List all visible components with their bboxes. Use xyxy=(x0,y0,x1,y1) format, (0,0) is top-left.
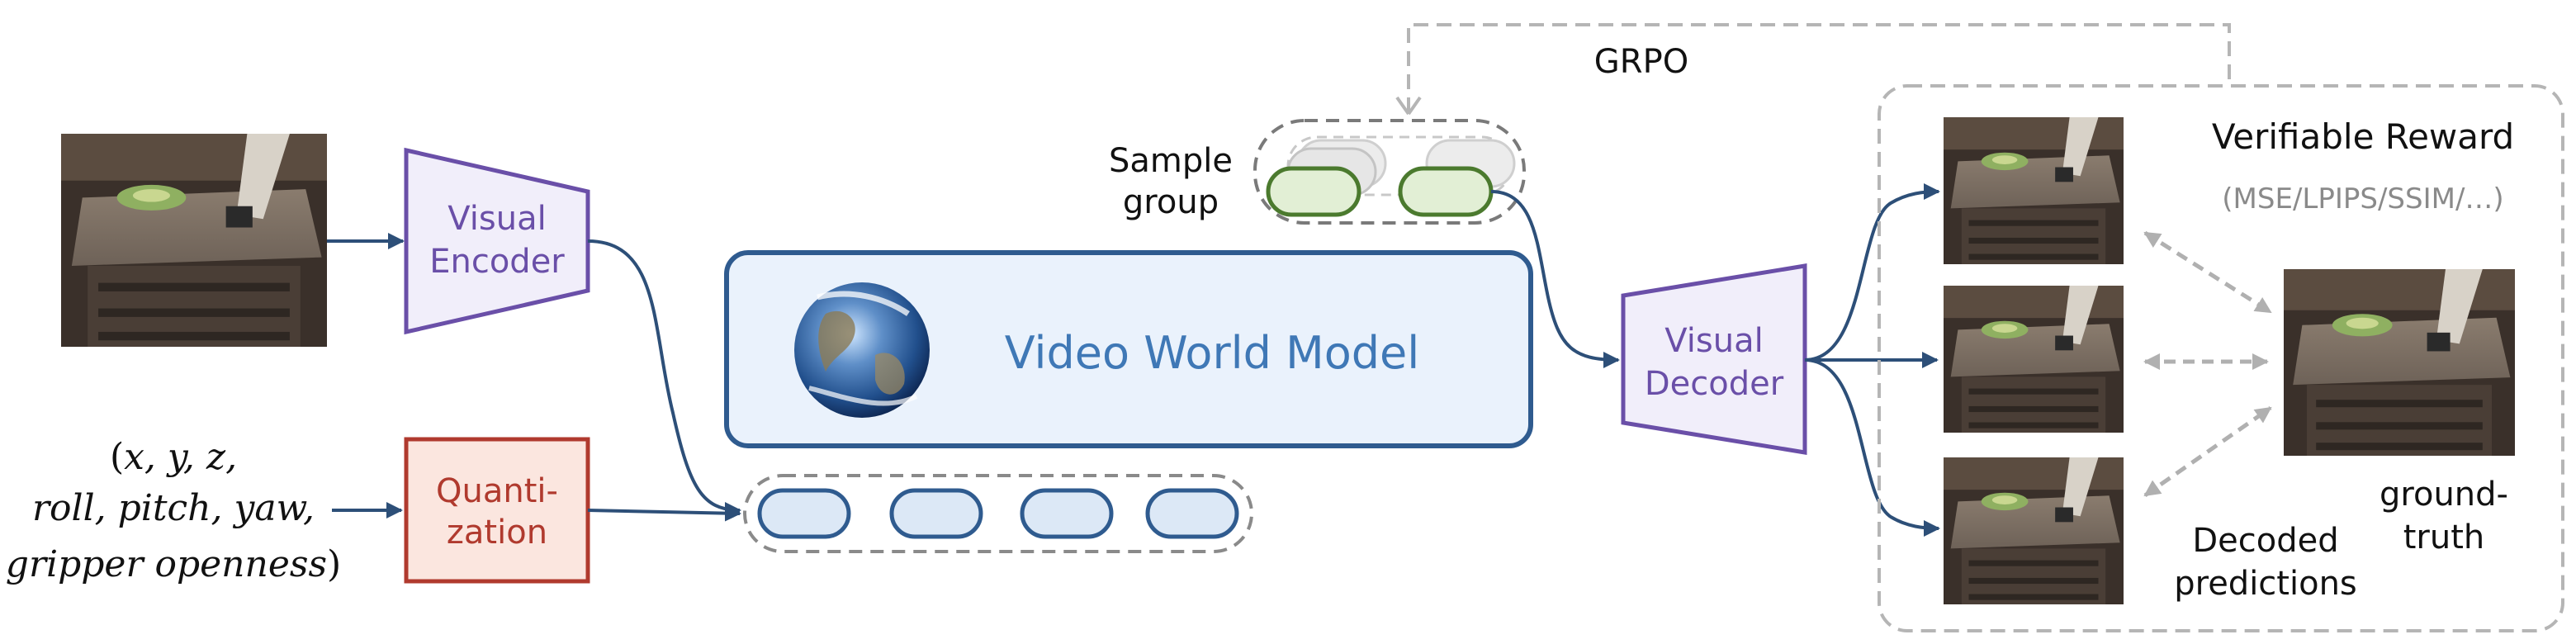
decoded-predictions-label-2: predictions xyxy=(2174,565,2357,603)
decoded-prediction-image xyxy=(1944,286,2124,433)
video-world-model-block: Video World Model xyxy=(724,250,1533,448)
visual-encoder-block: Visual Encoder xyxy=(404,147,590,335)
action-token xyxy=(1020,488,1114,539)
earth-globe-icon xyxy=(794,282,930,418)
sample-token xyxy=(1266,166,1361,217)
sample-token xyxy=(1398,166,1494,217)
quantization-label-1: Quanti- xyxy=(436,472,558,510)
action-rotation-vars: roll, pitch, yaw, xyxy=(32,487,315,529)
action-position-vars: x, y, z, xyxy=(124,436,237,478)
ground-truth-image xyxy=(2284,269,2515,456)
action-gripper-var: gripper openness xyxy=(6,543,327,585)
action-open-paren: ( xyxy=(110,436,124,478)
visual-decoder-label-2: Decoder xyxy=(1645,365,1784,403)
action-token xyxy=(889,488,983,539)
world-model-label: Video World Model xyxy=(1005,327,1420,379)
grpo-arrowhead xyxy=(1395,96,1422,116)
reward-title: Verifiable Reward xyxy=(2212,116,2514,157)
visual-encoder-label-2: Encoder xyxy=(429,243,565,281)
decoded-predictions-label-1: Decoded xyxy=(2192,522,2338,560)
compare-arrow xyxy=(2143,405,2272,498)
ground-truth-label-2: truth xyxy=(2403,519,2485,556)
grpo-label: GRPO xyxy=(1594,43,1688,81)
action-input-text: (x, y, z, roll, pitch, yaw, gripper open… xyxy=(6,436,341,585)
sample-group: Sample group xyxy=(1109,119,1526,225)
verifiable-reward-region: Verifiable Reward (MSE/LPIPS/SSIM/…) Dec… xyxy=(1878,84,2564,632)
decoder-to-prediction-1-arrow xyxy=(1804,183,1940,362)
action-close-paren: ) xyxy=(327,543,341,585)
decoder-to-prediction-3-arrow xyxy=(1804,358,1940,537)
quantization-label-2: zation xyxy=(447,514,547,552)
visual-decoder-block: Visual Decoder xyxy=(1621,263,1807,455)
action-token xyxy=(757,488,851,539)
sample-group-label-1: Sample xyxy=(1109,142,1233,180)
visual-encoder-label-1: Visual xyxy=(447,200,546,238)
quantization-block: Quanti- zation xyxy=(404,437,590,584)
samples-to-decoder-arrow xyxy=(1490,190,1620,368)
svg-text:gripper openness): gripper openness) xyxy=(6,543,341,585)
svg-text:(x, y, z,: (x, y, z, xyxy=(110,436,237,478)
sample-group-label-2: group xyxy=(1123,183,1219,221)
grpo-loop: GRPO xyxy=(1395,23,2231,116)
reward-metrics: (MSE/LPIPS/SSIM/…) xyxy=(2222,182,2503,215)
encoder-to-tokens-arrow xyxy=(587,239,741,519)
action-token-group xyxy=(743,474,1253,553)
action-token xyxy=(1145,488,1239,539)
visual-decoder-label-1: Visual xyxy=(1664,322,1763,360)
quantization-to-tokens-arrow xyxy=(587,504,741,522)
compare-arrow xyxy=(2143,230,2272,315)
decoded-prediction-image xyxy=(1944,457,2124,604)
input-camera-image xyxy=(61,134,327,347)
ground-truth-label-1: ground- xyxy=(2379,476,2508,514)
decoded-prediction-image xyxy=(1944,117,2124,264)
grpo-feedback-line xyxy=(1407,23,2231,116)
